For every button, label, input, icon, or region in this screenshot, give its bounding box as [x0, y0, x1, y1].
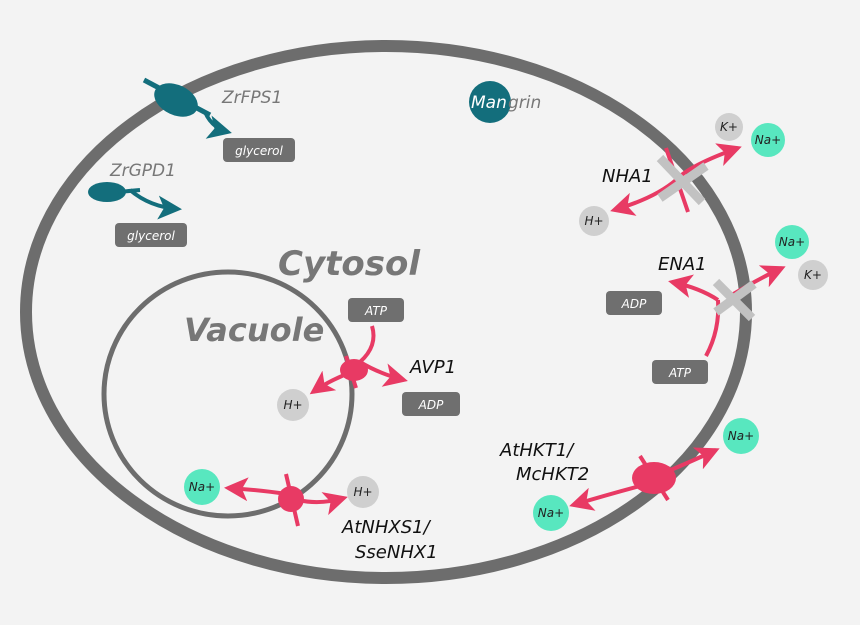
ion-naplus-nha1: Na+	[751, 123, 785, 157]
avp1-transporter	[309, 325, 408, 395]
glycerol-pill-2: glycerol	[115, 223, 187, 247]
ion-kplus-ena1-text: K+	[804, 268, 822, 282]
nhx-transporter	[224, 473, 348, 527]
glycerol-pill-1-text: glycerol	[235, 144, 283, 158]
mangrin-part-b: grin	[508, 93, 541, 113]
vacuole-label: Vacuole	[184, 311, 324, 349]
atp-pill-ena1-text: ATP	[668, 366, 692, 380]
nhx-label-line2: SseNHX1	[355, 542, 438, 563]
hkt-label-line2: McHKT2	[516, 464, 589, 485]
vacuole-membrane	[101, 269, 355, 519]
ion-hplus-avp1-text: H+	[283, 398, 302, 412]
zrfps1-transporter	[142, 77, 232, 139]
ion-hplus-nhx: H+	[347, 476, 379, 508]
avp1-label: AVP1	[409, 357, 456, 378]
ion-naplus-ena1: Na+	[775, 225, 809, 259]
nha1-label: NHA1	[602, 166, 653, 187]
ion-kplus-ena1: K+	[798, 260, 828, 290]
mangrin-part-a: Man	[471, 93, 507, 113]
ion-kplus-nha1: K+	[715, 113, 743, 141]
glycerol-pill-2-text: glycerol	[127, 229, 175, 243]
adp-pill-ena1-text: ADP	[621, 297, 647, 311]
ion-hplus-nha1-text: H+	[584, 214, 603, 228]
glycerol-pill-1: glycerol	[223, 138, 295, 162]
ion-naplus-nhx-text: Na+	[189, 480, 215, 494]
ion-hplus-nhx-text: H+	[353, 485, 372, 499]
adp-pill-avp1: ADP	[402, 392, 460, 416]
ena1-label: ENA1	[658, 254, 707, 275]
adp-pill-ena1: ADP	[606, 291, 662, 315]
atp-pill-ena1: ATP	[652, 360, 708, 384]
mangrin-label: Man grin	[469, 81, 541, 123]
zrgpd1-enzyme	[88, 182, 182, 220]
ion-naplus-nha1-text: Na+	[755, 133, 781, 147]
ion-naplus-hkt-in: Na+	[533, 495, 569, 531]
nhx-label-line1: AtNHXS1/	[341, 517, 432, 538]
ion-naplus-hkt-in-text: Na+	[538, 506, 564, 520]
ion-hplus-avp1: H+	[277, 389, 309, 421]
ion-naplus-ena1-text: Na+	[779, 235, 805, 249]
ion-naplus-hkt-out-text: Na+	[728, 429, 754, 443]
adp-pill-avp1-text: ADP	[418, 398, 444, 412]
hkt-transporter	[569, 447, 720, 511]
ion-naplus-nhx: Na+	[184, 469, 220, 505]
ena1-transporter	[668, 265, 786, 357]
ion-hplus-nha1: H+	[579, 206, 609, 236]
atp-pill-avp1: ATP	[348, 298, 404, 322]
nha1-transporter	[610, 143, 742, 216]
zrgpd1-label: ZrGPD1	[109, 161, 176, 181]
cytosol-label: Cytosol	[278, 244, 421, 284]
zrfps1-label: ZrFPS1	[221, 88, 282, 108]
ion-kplus-nha1-text: K+	[720, 120, 738, 134]
atp-pill-avp1-text: ATP	[364, 304, 388, 318]
hkt-label-line1: AtHKT1/	[499, 440, 575, 461]
ion-naplus-hkt-out: Na+	[723, 418, 759, 454]
